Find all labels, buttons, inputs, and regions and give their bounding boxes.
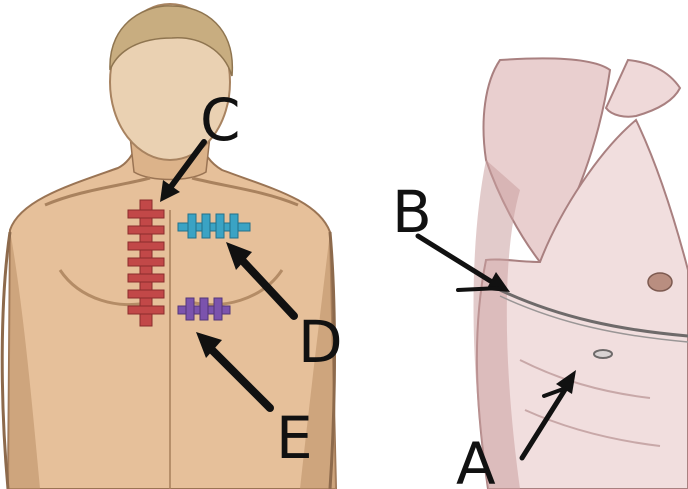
- label-c: C: [200, 86, 241, 154]
- lateral-torso-figure: [386, 56, 688, 489]
- label-d: D: [298, 308, 343, 376]
- incision-e: [178, 298, 230, 320]
- lateral-nipple: [648, 273, 672, 291]
- lateral-incision-a: [594, 350, 612, 358]
- label-b: B: [392, 178, 432, 246]
- label-a: A: [456, 430, 496, 489]
- label-e: E: [276, 404, 313, 472]
